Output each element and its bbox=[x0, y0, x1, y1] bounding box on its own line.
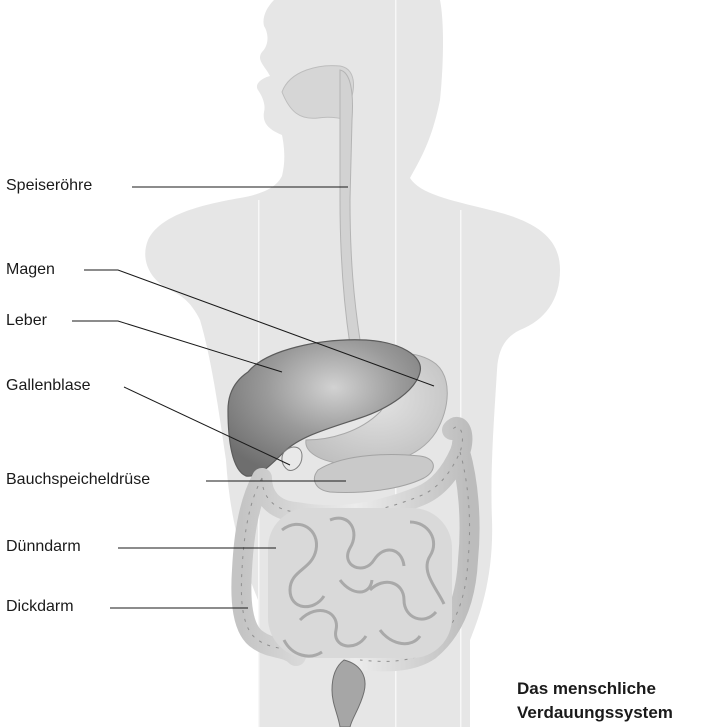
caption-line-2: Verdauungssystem bbox=[517, 701, 673, 725]
label-bauchspeicheldruese: Bauchspeicheldrüse bbox=[6, 471, 150, 489]
label-duenndarm: Dünndarm bbox=[6, 538, 81, 556]
diagram-caption: Das menschliche Verdauungssystem bbox=[517, 677, 673, 725]
label-dickdarm: Dickdarm bbox=[6, 598, 74, 616]
label-gallenblase: Gallenblase bbox=[6, 377, 91, 395]
label-magen: Magen bbox=[6, 261, 55, 279]
small-intestine bbox=[268, 508, 452, 658]
caption-line-1: Das menschliche bbox=[517, 677, 673, 701]
label-speiseroehre: Speiseröhre bbox=[6, 177, 92, 195]
label-leber: Leber bbox=[6, 312, 47, 330]
